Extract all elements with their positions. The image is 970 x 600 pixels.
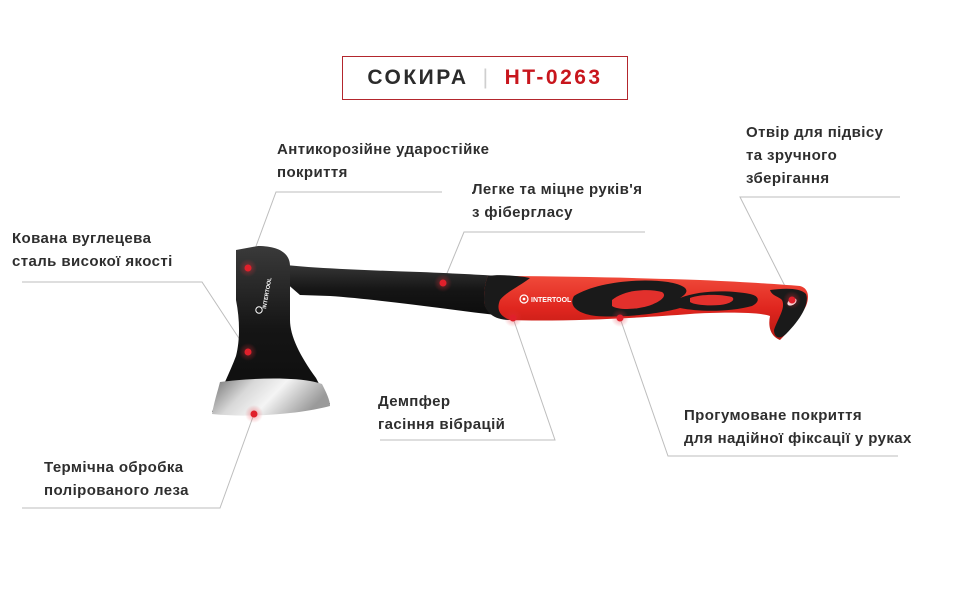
feature-handle-line-2: з фібергласу [472,204,573,221]
feature-coating-line-1: Антикорозійне ударостійке [277,141,490,158]
feature-grip-line-2: для надійної фіксації у руках [684,430,912,447]
dot-grip [611,309,629,327]
feature-hole-line-2: та зручного [746,147,838,164]
callout-line-blade [22,413,255,509]
feature-blade-line-1: Термічна обробка [44,459,184,476]
head-brand-logo: INTERTOOL [255,276,274,314]
dot-handle [434,274,452,292]
product-model: HT-0263 [504,66,603,89]
feature-grip: Прогумоване покриття для надійної фіксац… [684,404,912,450]
axe-head [212,246,330,412]
feature-steel-line-1: Кована вуглецева [12,230,152,247]
feature-damper: Демпфер гасіння вібрацій [378,390,505,436]
feature-damper-line-1: Демпфер [378,393,451,410]
product-title: СОКИРА | HT-0263 [342,56,628,100]
feature-steel: Кована вуглецева сталь високої якості [12,227,173,273]
callout-line-steel [22,281,249,353]
feature-handle: Легке та міцне руків'я з фібергласу [472,178,642,224]
callout-line-handle [442,231,645,284]
grip-brand-text: INTERTOOL [531,297,572,304]
dot-hole [783,291,801,309]
head-brand-text: INTERTOOL [262,276,274,309]
grip-brand-logo: INTERTOOL [519,294,572,304]
grip-black-edge [484,275,530,320]
title-separator: | [482,66,491,89]
axe-blade [212,378,330,416]
dot-steel [239,343,257,361]
feature-coating-line-2: покриття [277,164,348,181]
dot-coating [239,259,257,277]
callout-dots [239,259,801,423]
callout-lines [22,191,900,509]
grip-red-window-2 [690,294,734,306]
feature-hole-line-1: Отвір для підвісу [746,124,884,141]
feature-coating: Антикорозійне ударостійке покриття [277,138,489,184]
feature-grip-line-1: Прогумоване покриття [684,407,863,424]
feature-hole-line-3: зберігання [746,170,830,187]
feature-damper-line-2: гасіння вібрацій [378,416,506,433]
callout-line-coating [247,191,442,269]
feature-handle-line-1: Легке та міцне руків'я [472,181,643,198]
feature-blade-line-2: полірованого леза [44,482,189,499]
feature-hole: Отвір для підвісу та зручного зберігання [746,121,883,190]
callout-line-damper [380,317,556,441]
feature-steel-line-2: сталь високої якості [12,253,173,270]
product-name: СОКИРА [367,66,469,89]
callout-line-grip [619,317,898,457]
feature-blade: Термічна обробка полірованого леза [44,456,189,502]
dot-damper [504,309,522,327]
dot-blade [245,405,263,423]
callout-line-hole [739,196,900,301]
handle-black-shaft [262,262,530,318]
grip-red-window-1 [612,290,665,309]
